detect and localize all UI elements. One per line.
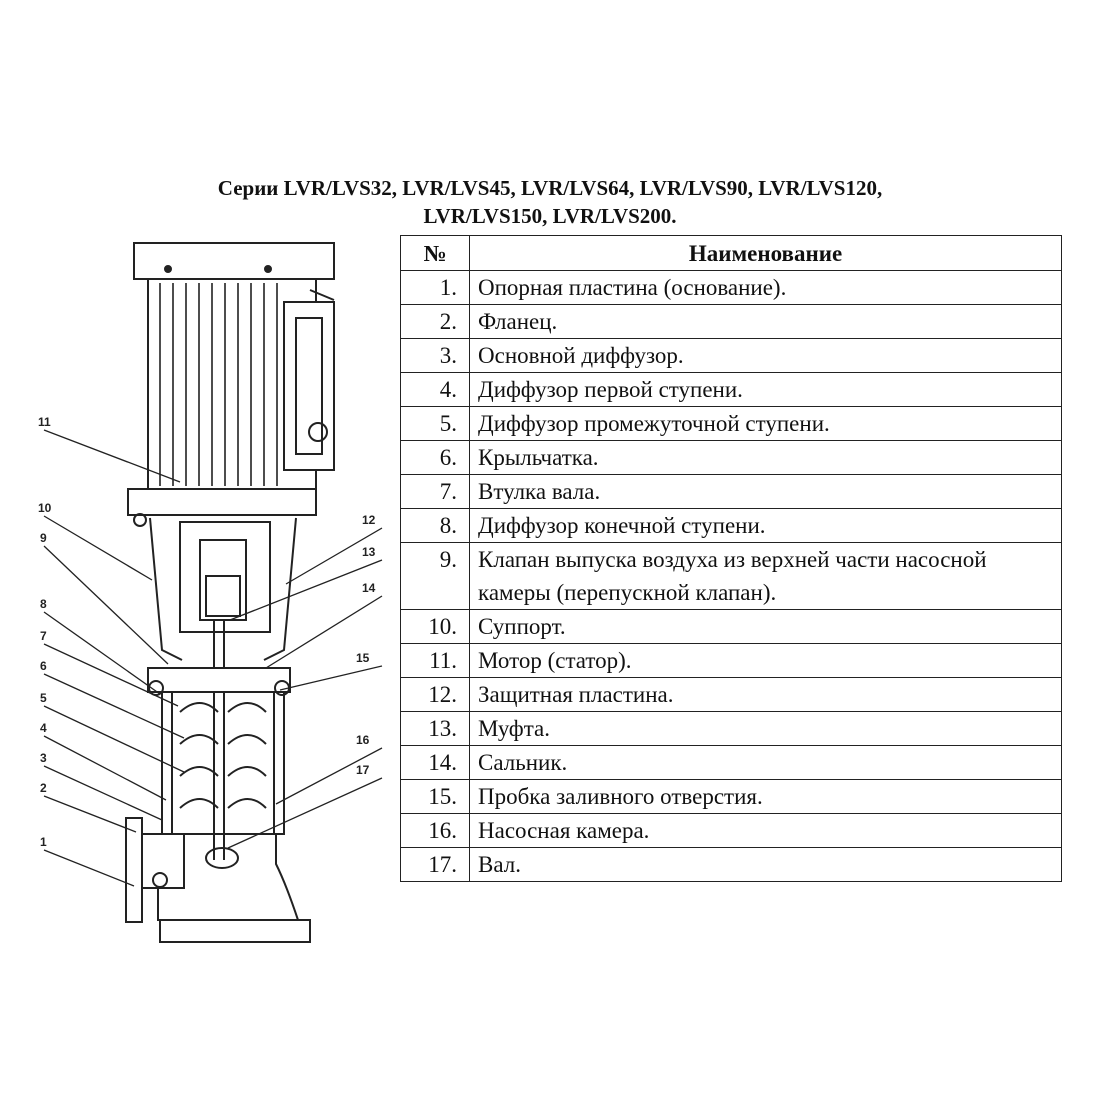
callout-12: 12 [362, 513, 376, 527]
callout-14: 14 [362, 581, 376, 595]
row-name: Мотор (статор). [469, 643, 1062, 678]
base-plate [125, 817, 311, 943]
row-num: 8. [400, 508, 470, 543]
row-num: 11. [400, 643, 470, 678]
row-name: Защитная пластина. [469, 677, 1062, 712]
row-name: Диффузор первой ступени. [469, 372, 1062, 407]
header-name: Наименование [469, 235, 1062, 271]
title-line-1: Серии LVR/LVS32, LVR/LVS45, LVR/LVS64, L… [217, 176, 883, 200]
row-name: Пробка заливного отверстия. [469, 779, 1062, 814]
table-row: 10.Суппорт. [400, 609, 1062, 644]
table-row: 2.Фланец. [400, 304, 1062, 339]
row-name: Опорная пластина (основание). [469, 270, 1062, 305]
table-row: 15.Пробка заливного отверстия. [400, 779, 1062, 814]
row-name: Основной диффузор. [469, 338, 1062, 373]
callout-10: 10 [38, 501, 52, 515]
table-row: 7.Втулка вала. [400, 474, 1062, 509]
table-row: 17.Вал. [400, 847, 1062, 882]
row-num: 10. [400, 609, 470, 644]
table-row: 12.Защитная пластина. [400, 677, 1062, 712]
table-header-row: № Наименование [400, 235, 1062, 271]
title-line-2: LVR/LVS150, LVR/LVS200. [423, 204, 677, 228]
callout-2: 2 [40, 781, 47, 795]
row-num: 17. [400, 847, 470, 882]
row-name: Насосная камера. [469, 813, 1062, 848]
table-row: 8.Диффузор конечной ступени. [400, 508, 1062, 543]
row-num: 1. [400, 270, 470, 305]
callout-16: 16 [356, 733, 370, 747]
row-name: Фланец. [469, 304, 1062, 339]
row-num: 9. [400, 542, 470, 610]
row-name: Втулка вала. [469, 474, 1062, 509]
callout-3: 3 [40, 751, 47, 765]
row-num: 7. [400, 474, 470, 509]
row-name: Диффузор промежуточной ступени. [469, 406, 1062, 441]
row-num: 16. [400, 813, 470, 848]
callout-6: 6 [40, 659, 47, 673]
callout-1: 1 [40, 835, 47, 849]
callout-8: 8 [40, 597, 47, 611]
row-num: 14. [400, 745, 470, 780]
row-num: 5. [400, 406, 470, 441]
header-num: № [400, 235, 470, 271]
row-num: 6. [400, 440, 470, 475]
row-name: Крыльчатка. [469, 440, 1062, 475]
row-name: Муфта. [469, 711, 1062, 746]
table-row: 6.Крыльчатка. [400, 440, 1062, 475]
table-row: 16.Насосная камера. [400, 813, 1062, 848]
callout-7: 7 [40, 629, 47, 643]
table-row: 14.Сальник. [400, 745, 1062, 780]
table-row: 1.Опорная пластина (основание). [400, 270, 1062, 305]
row-name: Вал. [469, 847, 1062, 882]
row-num: 13. [400, 711, 470, 746]
row-num: 2. [400, 304, 470, 339]
table-row: 3.Основной диффузор. [400, 338, 1062, 373]
callout-15: 15 [356, 651, 370, 665]
table-row: 4.Диффузор первой ступени. [400, 372, 1062, 407]
motor-assembly [127, 242, 335, 527]
row-name: Диффузор конечной ступени. [469, 508, 1062, 543]
row-name: Суппорт. [469, 609, 1062, 644]
callout-11: 11 [38, 415, 51, 429]
table-row: 9.Клапан выпуска воздуха из верхней част… [400, 542, 1062, 610]
row-name: Клапан выпуска воздуха из верхней части … [469, 542, 1062, 610]
row-num: 15. [400, 779, 470, 814]
support-frame [149, 517, 297, 860]
table-row: 13.Муфта. [400, 711, 1062, 746]
row-name: Сальник. [469, 745, 1062, 780]
callout-9: 9 [40, 531, 47, 545]
table-row: 5.Диффузор промежуточной ступени. [400, 406, 1062, 441]
callout-17: 17 [356, 763, 370, 777]
callout-13: 13 [362, 545, 376, 559]
row-num: 3. [400, 338, 470, 373]
parts-table: № Наименование 1.Опорная пластина (основ… [400, 235, 1062, 882]
table-row: 11.Мотор (статор). [400, 643, 1062, 678]
callout-5: 5 [40, 691, 47, 705]
pump-chamber [147, 667, 291, 835]
row-num: 4. [400, 372, 470, 407]
row-num: 12. [400, 677, 470, 712]
callout-4: 4 [40, 721, 47, 735]
